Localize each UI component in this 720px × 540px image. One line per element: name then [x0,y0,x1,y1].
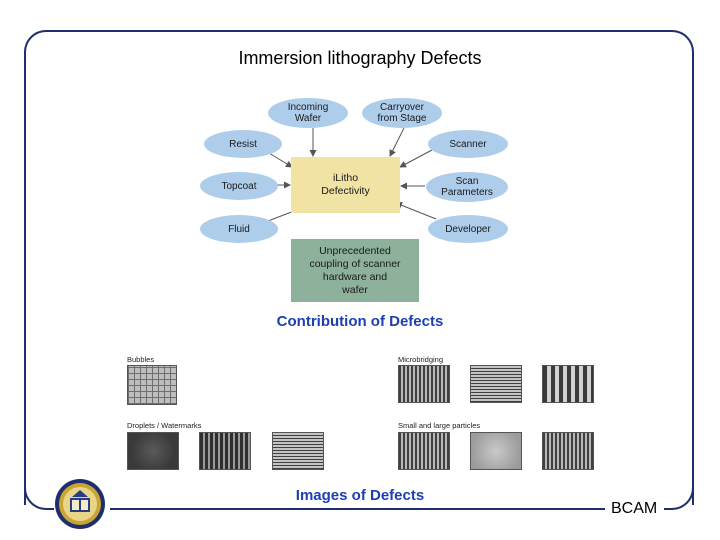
image-microbridging-2 [470,365,522,403]
image-droplets-2 [199,432,251,470]
node-carryover-from-stage: Carryover from Stage [362,98,442,128]
node-scan-parameters: Scan Parameters [426,172,508,202]
node-topcoat: Topcoat [200,172,278,200]
node-developer: Developer [428,215,508,243]
image-droplets-3 [272,432,324,470]
image-droplets-1 [127,432,179,470]
footer-label: BCAM [611,500,658,517]
slide-frame [24,30,694,505]
node-resist: Resist [204,130,282,158]
coupling-box: Unprecedented coupling of scanner hardwa… [291,239,419,302]
image-bubbles [127,365,177,405]
image-particles-3 [542,432,594,470]
footer-rule [110,508,605,510]
frame-corner-left [24,480,54,510]
label-droplets: Droplets / Watermarks [127,421,202,430]
label-bubbles: Bubbles [127,355,155,364]
caption-images: Images of Defects [295,487,425,504]
page-title: Immersion lithography Defects [238,48,482,68]
image-particles-2 [470,432,522,470]
image-microbridging-3 [542,365,594,403]
university-seal-icon [55,479,105,529]
node-scanner: Scanner [428,130,508,158]
image-particles-1 [398,432,450,470]
node-incoming-wafer: Incoming Wafer [268,98,348,128]
node-fluid: Fluid [200,215,278,243]
center-ilitho-defectivity: iLitho Defectivity [291,157,400,213]
label-particles: Small and large particles [398,421,481,430]
image-microbridging-1 [398,365,450,403]
label-microbridging: Microbridging [398,355,444,364]
caption-contribution: Contribution of Defects [276,313,444,330]
